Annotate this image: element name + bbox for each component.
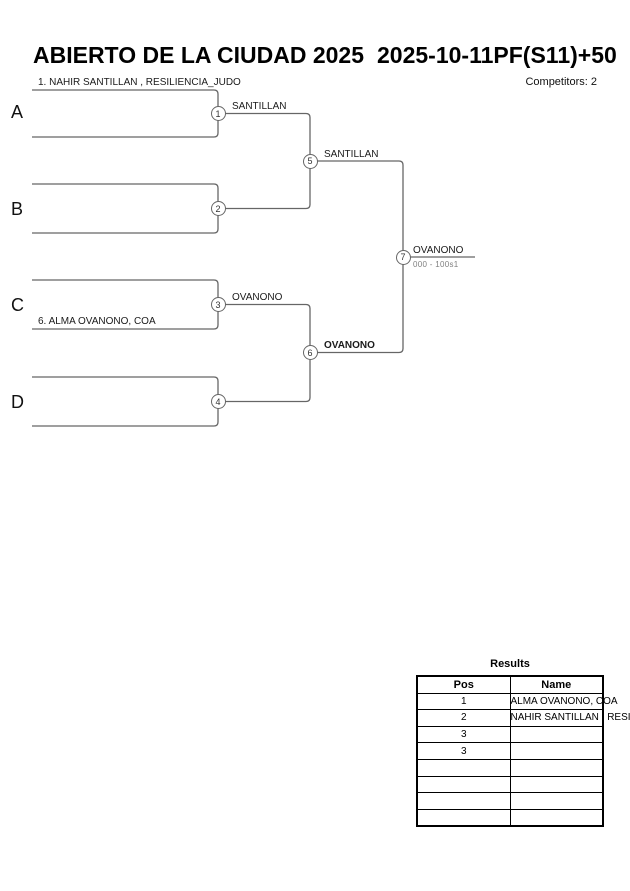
table-row: [416, 808, 604, 827]
match-circle-2: 2: [210, 201, 226, 216]
category-title: PF(S11)+50: [493, 42, 617, 68]
results-table: Pos Name 1 ALMA OVANONO, COA 2 NAHIR SAN…: [416, 675, 630, 828]
result-pos: 2: [416, 709, 511, 727]
page-header: ABIERTO DE LA CIUDAD 2025 2025-10-11 PF(…: [33, 42, 617, 69]
result-name: NAHIR SANTILLAN , RESILIENCIA_JUDO: [509, 709, 630, 727]
match-number: 5: [307, 156, 313, 166]
result-name: [509, 775, 604, 794]
match5-winner: SANTILLAN: [324, 148, 379, 160]
match3-winner: OVANONO: [232, 292, 283, 303]
match-circle-7: 7: [395, 249, 411, 265]
match-number: 3: [215, 299, 221, 310]
result-name: [509, 758, 604, 777]
seed-letter-d: D: [11, 392, 24, 412]
match-circle-6: 6: [302, 345, 318, 360]
result-pos: [416, 758, 511, 777]
match-number: 2: [215, 203, 221, 214]
match-number: 6: [307, 347, 313, 358]
table-row: [416, 792, 604, 810]
table-row: 2 NAHIR SANTILLAN , RESILIENCIA_JUDO: [416, 709, 630, 727]
competitor-seed6: 6. ALMA OVANONO, COA: [38, 316, 156, 327]
table-row: 3: [416, 725, 604, 744]
match7-winner: OVANONO: [413, 244, 464, 256]
match-number: 4: [215, 396, 221, 407]
table-row: 3: [416, 742, 604, 760]
result-pos: 1: [416, 692, 511, 711]
competitor-seed1: 1. NAHIR SANTILLAN , RESILIENCIA_JUDO: [38, 77, 241, 88]
result-pos: [416, 808, 511, 827]
table-row: [416, 775, 604, 794]
seed-letter-b: B: [11, 199, 24, 219]
table-row: 1 ALMA OVANONO, COA: [416, 692, 618, 711]
result-name: [509, 792, 604, 810]
tournament-title: ABIERTO DE LA CIUDAD 2025: [33, 42, 365, 68]
competitors-count: Competitors: 2: [525, 76, 597, 88]
result-pos: [416, 792, 511, 810]
match-circle-1: 1: [210, 106, 226, 121]
table-row: [416, 758, 604, 777]
result-name: [509, 725, 604, 744]
result-pos: 3: [416, 725, 511, 744]
results-header-row: Pos Name: [416, 675, 604, 694]
tournament-date: 2025-10-11: [377, 42, 494, 68]
match-number: 1: [215, 108, 221, 119]
result-name: [509, 742, 604, 760]
results-header-pos: Pos: [416, 675, 511, 694]
result-pos: 3: [416, 742, 511, 760]
bracket-lines: [32, 89, 475, 427]
match-circle-5: 5: [302, 153, 318, 169]
final-score: 000 - 100s1: [413, 259, 459, 269]
result-pos: [416, 775, 511, 794]
match6-winner: OVANONO: [324, 340, 375, 351]
match1-winner: SANTILLAN: [232, 101, 287, 112]
match-circle-4: 4: [210, 394, 226, 409]
result-name: ALMA OVANONO, COA: [509, 692, 618, 711]
seed-letter-c: C: [11, 295, 24, 315]
seed-letter-a: A: [11, 102, 24, 122]
results-title: Results: [490, 658, 530, 670]
match-number: 7: [400, 252, 406, 262]
results-header-name: Name: [509, 675, 604, 694]
result-name: [509, 808, 604, 827]
match-circle-3: 3: [210, 297, 226, 312]
